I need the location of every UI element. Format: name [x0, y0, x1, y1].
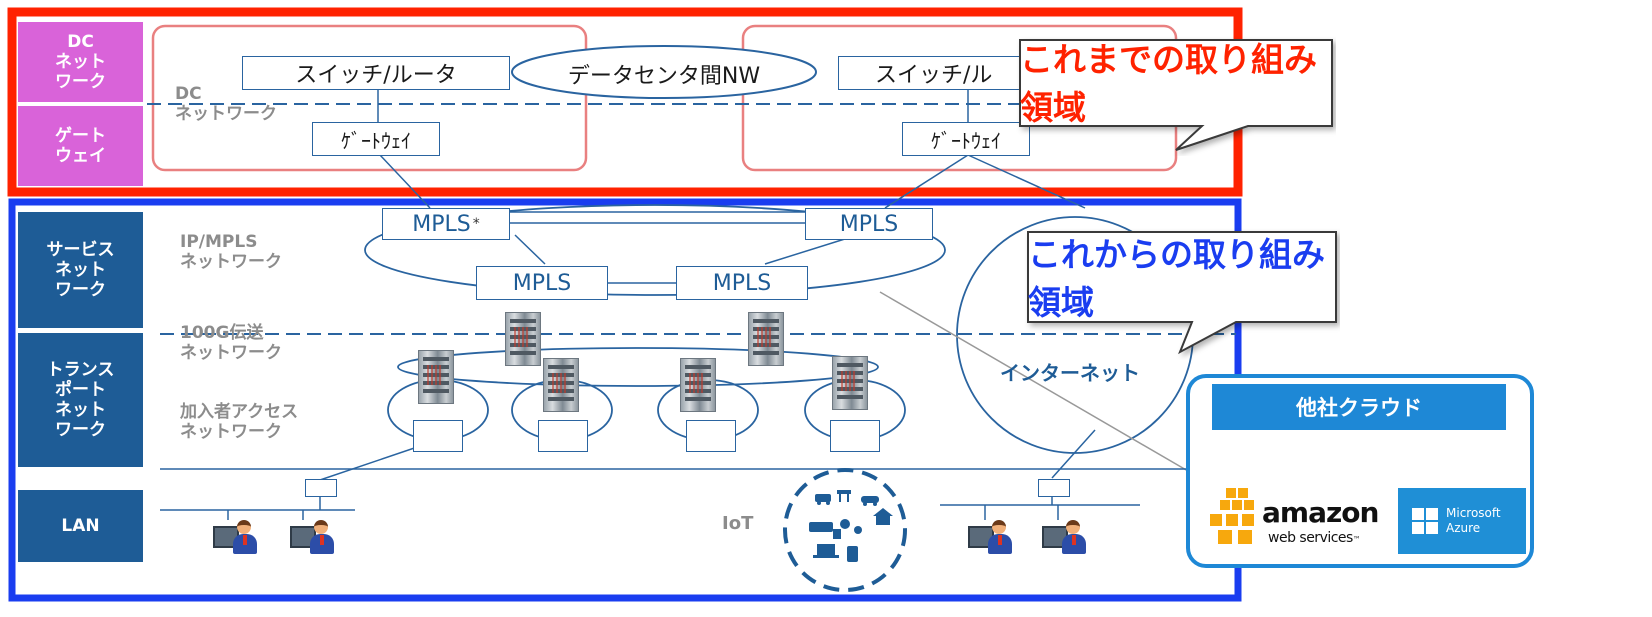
aws-subtitle: web services™: [1268, 530, 1361, 546]
user-pc-icon: [968, 520, 1012, 554]
transport-device-icon: [543, 358, 579, 412]
switch-router-left: スイッチ/ルータ: [242, 56, 510, 90]
access-node-3: [686, 420, 736, 452]
dc-left-box: [151, 24, 588, 172]
sidebar-service-network: サービス ネット ワーク: [18, 212, 143, 328]
mpls-node-4: MPLS: [676, 266, 808, 300]
aws-logo: amazon web services™: [1208, 488, 1379, 552]
transport-device-icon: [505, 312, 541, 366]
aws-tm: ™: [1352, 535, 1361, 544]
sidebar-lan: LAN: [18, 490, 143, 562]
current-scope-callout-shape: [1019, 39, 1333, 151]
iot-label: IoT: [722, 513, 754, 534]
aws-subtitle-text: web services: [1268, 530, 1353, 546]
azure-text: Azure: [1446, 521, 1481, 535]
future-scope-callout-label: これからの取り組み領域: [1028, 235, 1325, 322]
layer-label-dc-network: DC ネットワーク: [175, 84, 277, 124]
mpls-node-2: MPLS: [805, 208, 933, 240]
internet-label: インターネット: [1000, 361, 1140, 385]
sidebar-gateway: ゲート ウェイ: [18, 106, 143, 186]
gateway-left: ｹﾞｰﾄｳｪｲ: [312, 122, 440, 156]
windows-icon: [1412, 508, 1438, 534]
other-cloud-title: 他社クラウド: [1212, 384, 1506, 430]
gateway-right: ｹﾞｰﾄｳｪｲ: [902, 122, 1030, 156]
access-node-1: [413, 420, 463, 452]
layer-label-ip-mpls: IP/MPLS ネットワーク: [180, 232, 282, 272]
lan-switch-left: [305, 479, 337, 497]
transport-device-icon: [418, 350, 454, 404]
access-node-4: [830, 420, 880, 452]
mpls-node-3: MPLS: [476, 266, 608, 300]
user-pc-icon: [290, 520, 334, 554]
user-pc-icon: [1042, 520, 1086, 554]
transport-ring: [397, 347, 879, 387]
sidebar-transport-network: トランス ポート ネット ワーク: [18, 333, 143, 467]
iot-circle: [783, 468, 907, 592]
aws-cubes-icon: [1210, 488, 1254, 544]
azure-microsoft-text: Microsoft: [1446, 506, 1501, 520]
inter-dc-nw-label: データセンタ間NW: [567, 64, 761, 89]
inter-dc-ellipse: [511, 45, 817, 99]
transport-device-icon: [748, 312, 784, 366]
ip-mpls-ellipse: [364, 204, 946, 296]
iot-devices-icon: [809, 490, 893, 562]
mpls-node-1-mark: *: [472, 216, 480, 232]
future-scope-callout-shape: [1027, 231, 1337, 355]
user-pc-icon: [213, 520, 257, 554]
mpls-node-1-label: MPLS: [412, 211, 471, 237]
mpls-node-1: MPLS*: [382, 208, 510, 240]
layer-label-100g: 100G伝送 ネットワーク: [180, 323, 282, 363]
layer-label-subscriber-access: 加入者アクセス ネットワーク: [180, 402, 299, 442]
azure-logo: Microsoft Azure: [1398, 488, 1526, 554]
transport-device-icon: [680, 358, 716, 412]
transport-device-icon: [832, 356, 868, 410]
sidebar-dc-network: DC ネット ワーク: [18, 22, 143, 102]
current-scope-callout-label: これまでの取り組み領域: [1020, 40, 1317, 127]
access-node-2: [538, 420, 588, 452]
lan-switch-right: [1038, 479, 1070, 497]
aws-wordmark: amazon: [1262, 496, 1379, 529]
